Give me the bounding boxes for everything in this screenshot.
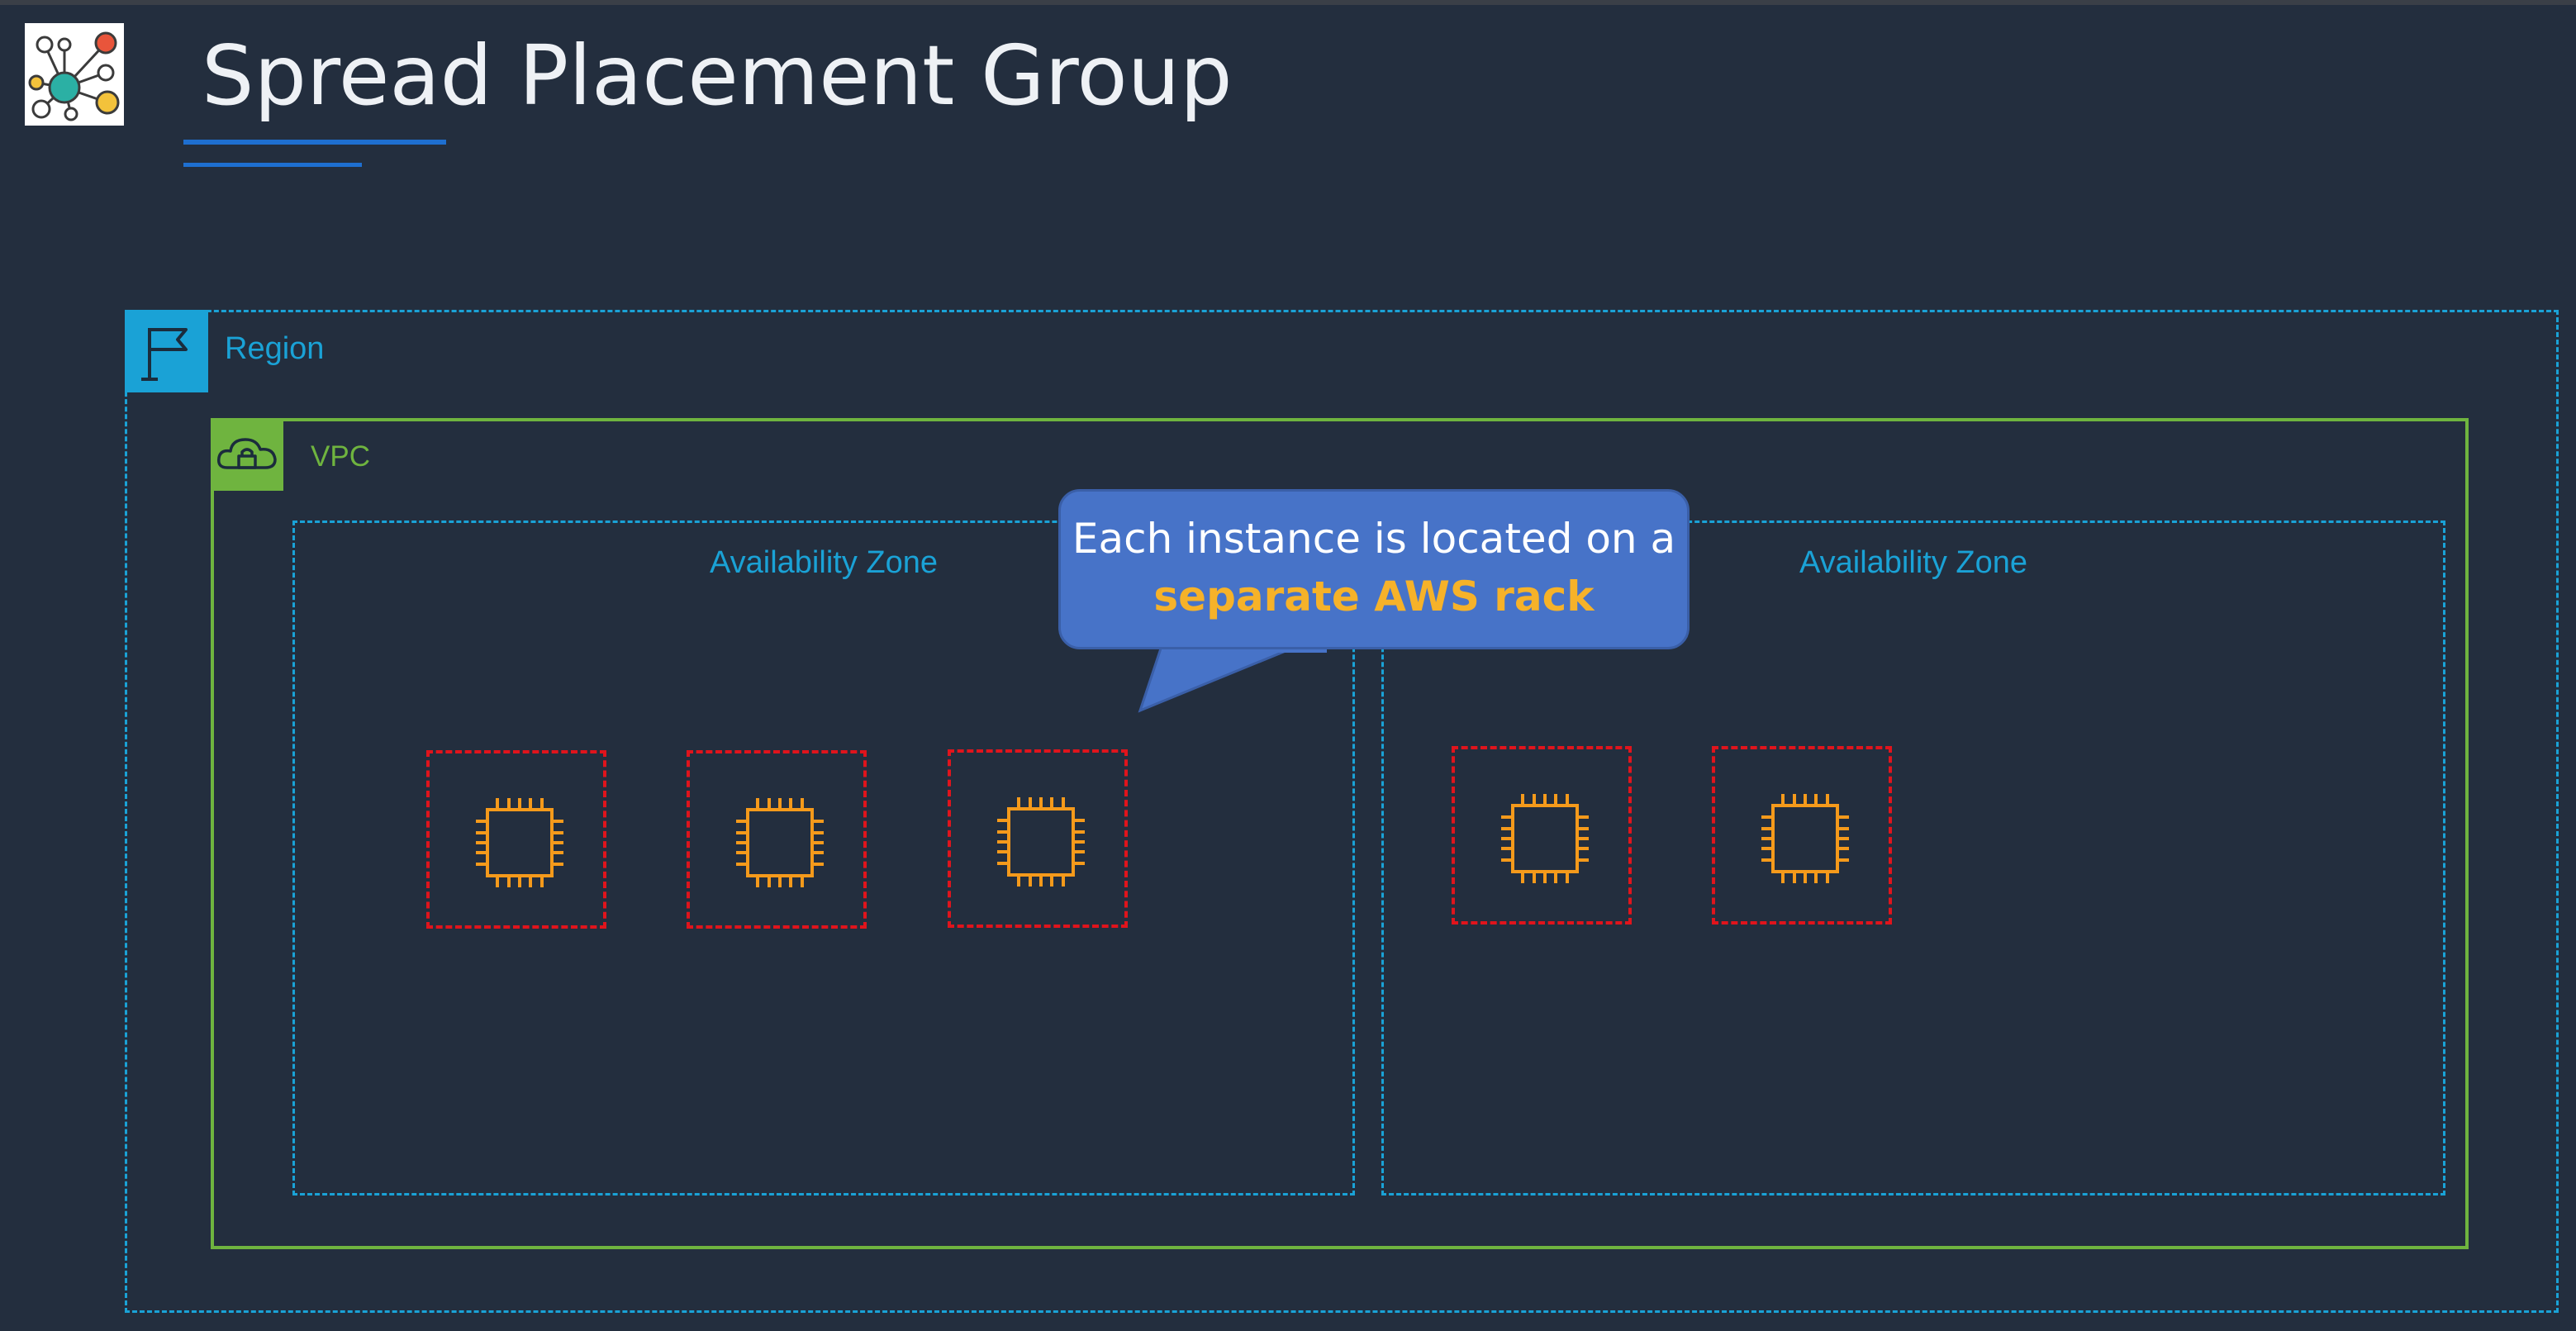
rack-az1-1	[426, 750, 606, 929]
availability-zone-2-label: Availability Zone	[1799, 545, 2027, 580]
availability-zone-2	[1381, 521, 2445, 1196]
ec2-instance-chip-icon	[997, 797, 1085, 887]
vpc-container	[211, 418, 2469, 1249]
vpc-label: VPC	[311, 440, 370, 473]
ec2-instance-chip-icon	[1501, 794, 1589, 883]
rack-az2-2	[1712, 746, 1892, 925]
rack-az2-1	[1452, 746, 1632, 925]
availability-zone-1-label: Availability Zone	[709, 545, 938, 580]
region-label: Region	[225, 331, 325, 366]
cloud-lock-icon	[211, 418, 283, 491]
callout: Each instance is located on a separate A…	[1058, 489, 1690, 649]
ec2-instance-chip-icon	[736, 798, 824, 887]
title-underline-short	[183, 163, 362, 167]
callout-highlight: separate AWS rack	[1153, 573, 1595, 620]
network-nodes-icon	[25, 23, 124, 126]
ec2-instance-chip-icon	[1761, 794, 1849, 883]
ec2-instance-chip-icon	[476, 798, 563, 887]
callout-text: Each instance is located on a	[1072, 515, 1676, 563]
flag-icon	[125, 310, 208, 392]
title-underline	[183, 140, 446, 145]
top-border	[0, 0, 2576, 5]
availability-zone-1	[292, 521, 1355, 1196]
rack-az1-3	[948, 749, 1128, 928]
rack-az1-2	[687, 750, 867, 929]
region-container	[125, 310, 2559, 1313]
page-title: Spread Placement Group	[202, 27, 1233, 124]
